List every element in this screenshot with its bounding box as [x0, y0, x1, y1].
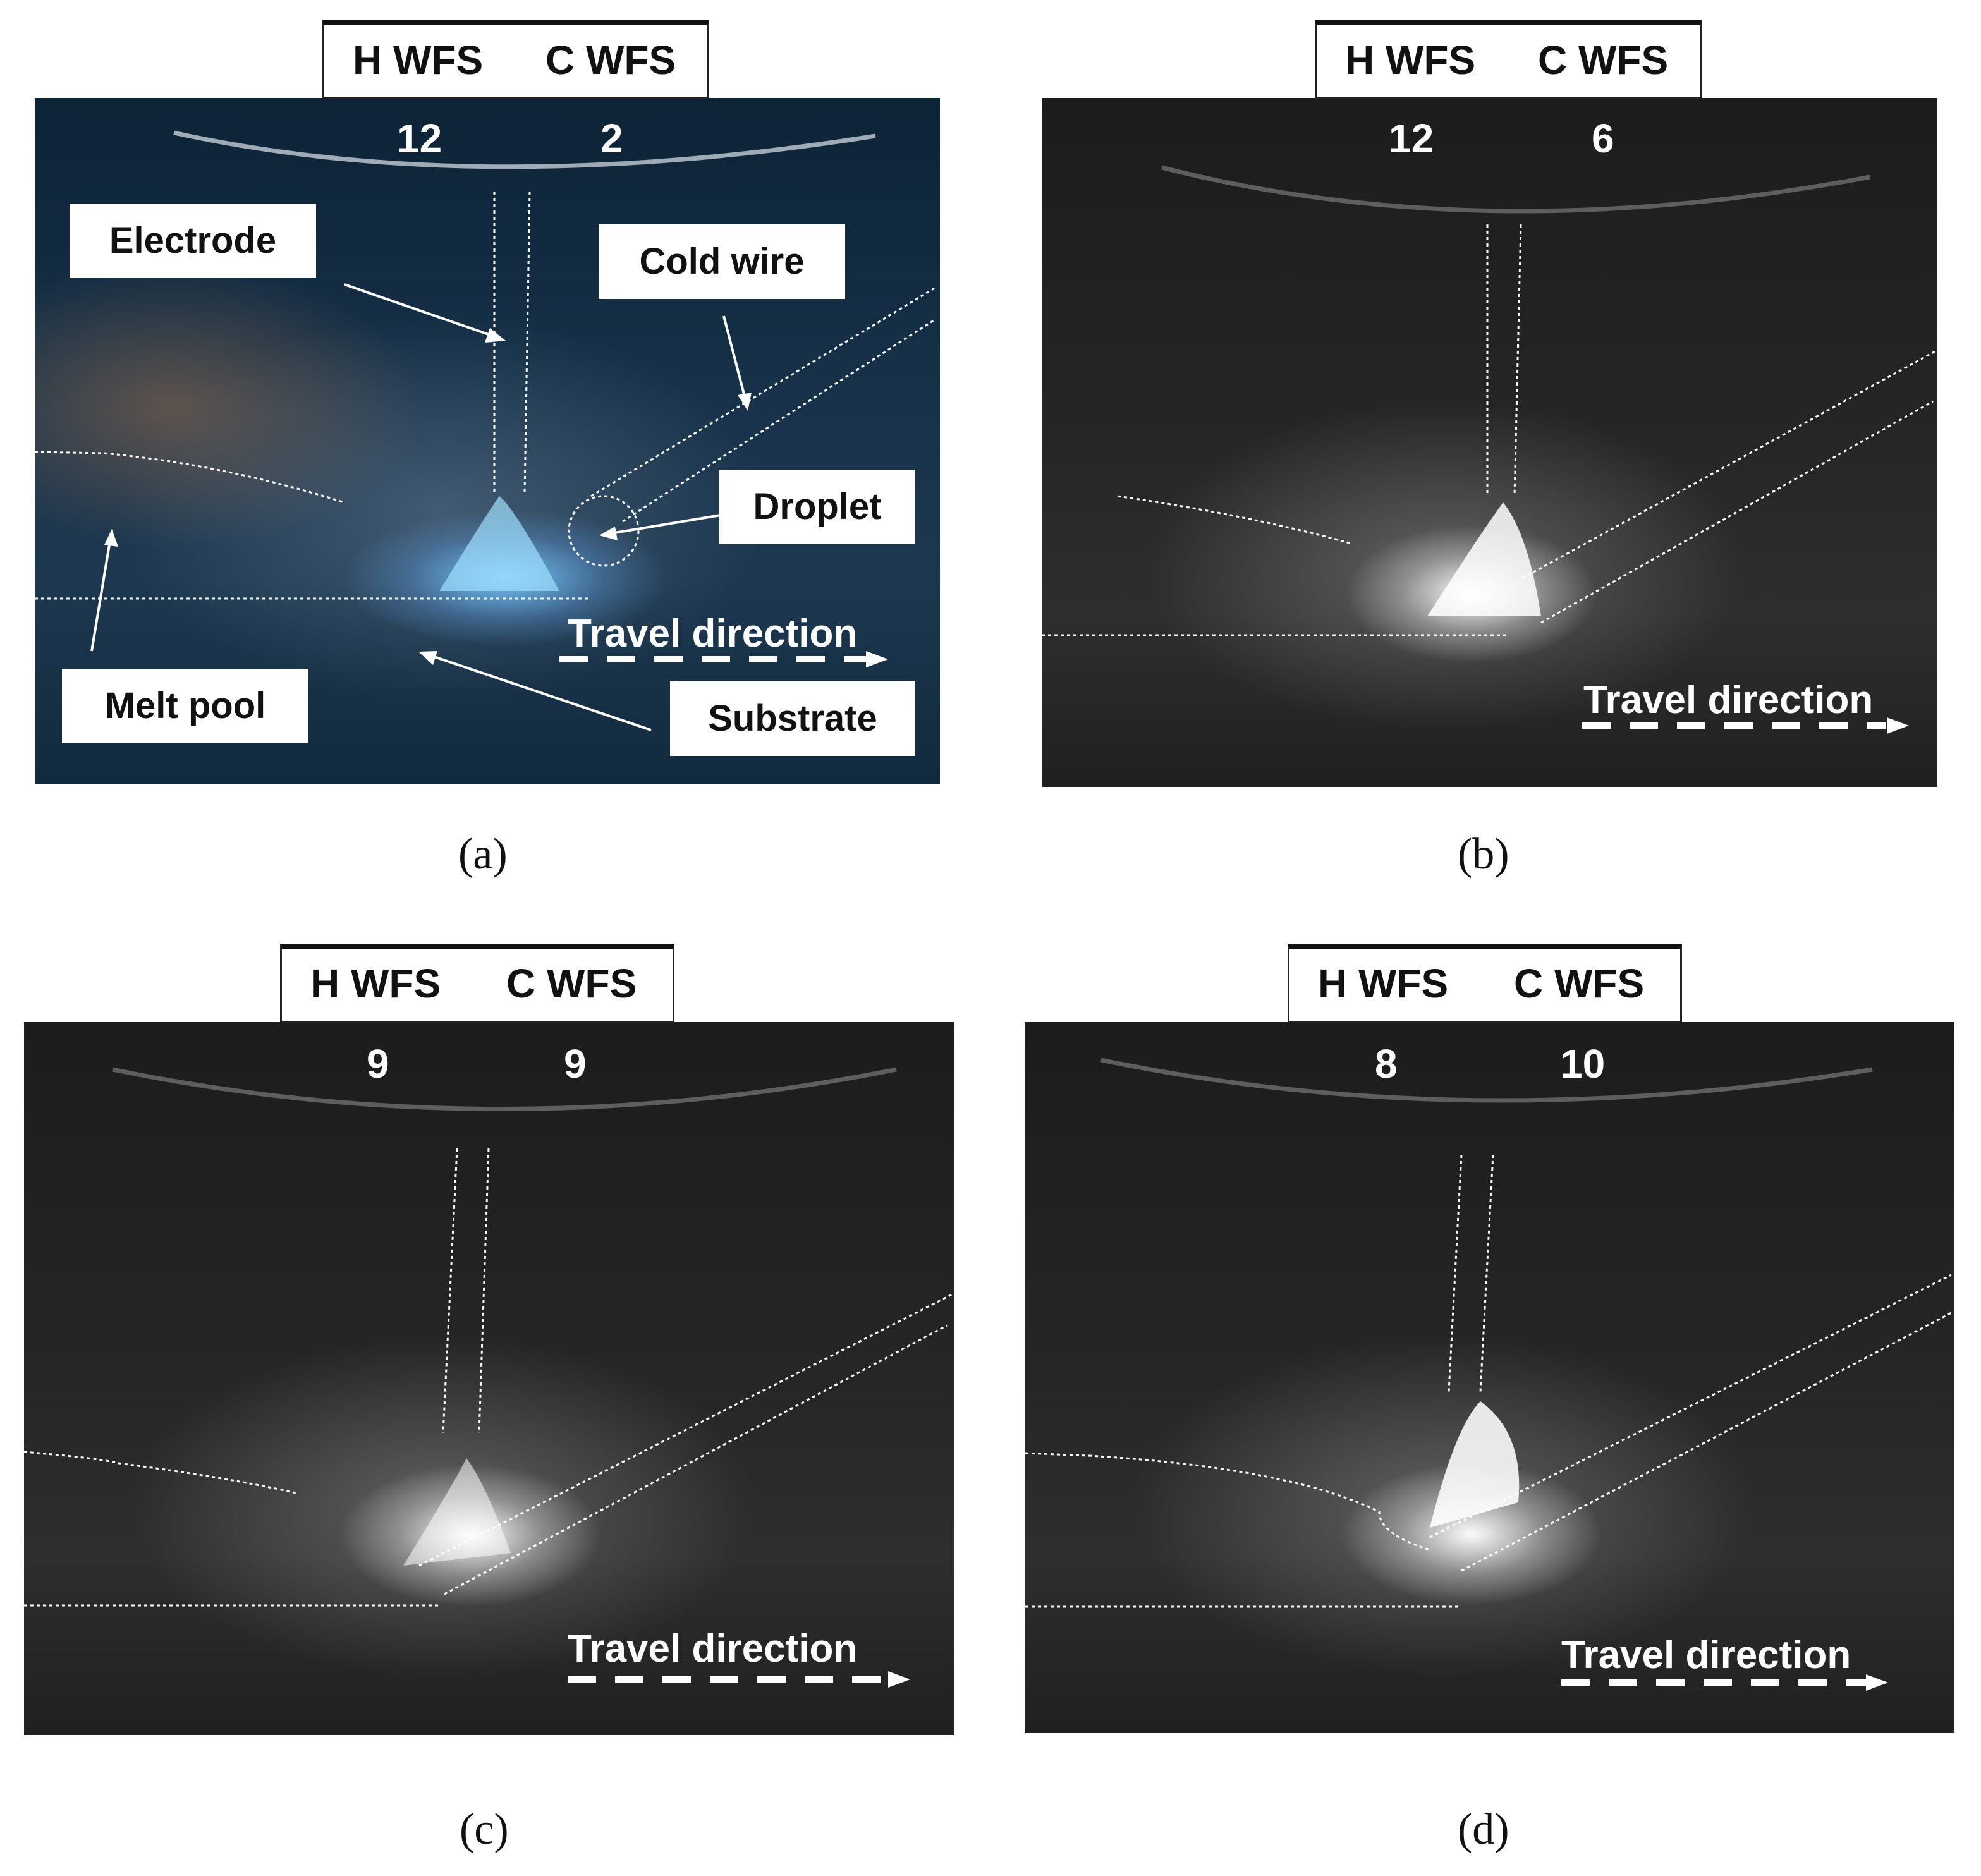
photo-panel-c — [24, 1022, 954, 1735]
h-wfs-value-b: 12 — [1389, 116, 1434, 161]
c-wfs-value-c: 9 — [564, 1041, 587, 1087]
travel-direction-b: Travel direction — [1583, 678, 1874, 722]
c-wfs-label: C WFS — [1514, 961, 1645, 1006]
label-melt-pool: Melt pool — [62, 669, 308, 743]
h-wfs-value-d: 8 — [1375, 1041, 1398, 1087]
h-wfs-value-a: 12 — [397, 116, 442, 161]
caption-a: (a) — [458, 830, 508, 879]
c-wfs-label: C WFS — [506, 961, 637, 1006]
label-substrate: Substrate — [670, 681, 915, 756]
caption-c: (c) — [460, 1805, 509, 1854]
header-box-b: H WFS C WFS — [1315, 20, 1702, 99]
h-wfs-label: H WFS — [353, 37, 484, 83]
travel-direction-c: Travel direction — [568, 1627, 858, 1671]
h-wfs-value-c: 9 — [367, 1041, 389, 1087]
photo-panel-d — [1025, 1022, 1954, 1733]
overlay-lines-b — [1042, 165, 1937, 734]
travel-direction-d: Travel direction — [1561, 1633, 1851, 1677]
caption-b: (b) — [1458, 830, 1509, 879]
c-wfs-label: C WFS — [1538, 37, 1669, 83]
overlay-lines-c — [24, 1067, 954, 1688]
header-box-c: H WFS C WFS — [280, 944, 674, 1023]
h-wfs-label: H WFS — [310, 961, 441, 1006]
overlay-lines-d — [1025, 1057, 1952, 1691]
c-wfs-value-a: 2 — [600, 116, 623, 161]
c-wfs-value-d: 10 — [1560, 1041, 1606, 1087]
travel-direction-a: Travel direction — [568, 612, 858, 655]
h-wfs-label: H WFS — [1345, 37, 1476, 83]
c-wfs-value-b: 6 — [1592, 116, 1614, 161]
photo-panel-b — [1042, 98, 1937, 787]
header-box-a: H WFS C WFS — [322, 20, 709, 99]
label-electrode: Electrode — [70, 204, 316, 278]
c-wfs-label: C WFS — [546, 37, 676, 83]
h-wfs-label: H WFS — [1318, 961, 1449, 1006]
label-droplet: Droplet — [719, 470, 915, 544]
label-cold-wire: Cold wire — [599, 224, 845, 299]
header-box-d: H WFS C WFS — [1288, 944, 1682, 1023]
overlay-lines-a — [35, 130, 936, 731]
caption-d: (d) — [1458, 1805, 1509, 1854]
